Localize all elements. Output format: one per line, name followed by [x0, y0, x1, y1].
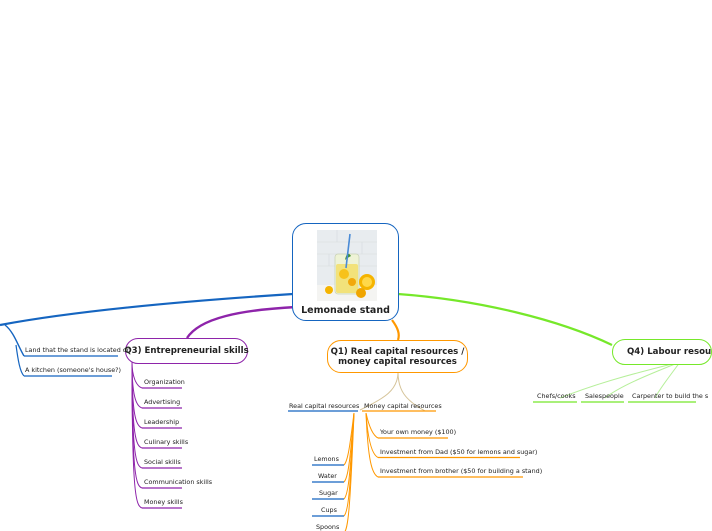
- mind-map-connectors: [0, 292, 696, 531]
- connector-central-left: [0, 292, 294, 327]
- real-capital-connectors: [312, 412, 355, 531]
- q4-title: Q4) Labour resou: [627, 347, 712, 357]
- q1-title-line1: Q1) Real capital resources /: [330, 346, 465, 357]
- q4-item-carpenter[interactable]: Carpenter to build the s: [632, 392, 709, 400]
- q3-item-leadership[interactable]: Leadership: [144, 418, 180, 426]
- money-branch-line: [365, 412, 379, 439]
- q3-branch-line: [131, 361, 143, 509]
- central-topic[interactable]: Lemonade stand: [292, 223, 399, 321]
- q3-title: Q3) Entrepreneurial skills: [124, 346, 249, 356]
- central-title: Lemonade stand: [301, 305, 390, 316]
- real-item-cups[interactable]: Cups: [321, 506, 337, 514]
- money-capital-connectors: [365, 412, 523, 478]
- left-item-kitchen[interactable]: A kitchen (someone's house?): [25, 366, 122, 374]
- lemonade-jar-photo: [317, 230, 377, 301]
- real-item-water[interactable]: Water: [318, 472, 337, 480]
- left-item-land[interactable]: Land that the stand is located on: [25, 346, 131, 354]
- q3-item-social[interactable]: Social skills: [144, 458, 181, 466]
- q1-topic[interactable]: Q1) Real capital resources / money capit…: [327, 340, 468, 373]
- q3-item-communication[interactable]: Communication skills: [144, 478, 213, 486]
- q4-item-salespeople[interactable]: Salespeople: [585, 392, 624, 400]
- connector-central-q3: [185, 305, 297, 339]
- real-capital-label[interactable]: Real capital resources: [289, 402, 360, 410]
- connector-central-q1: [391, 319, 400, 341]
- q3-item-connectors: [131, 361, 182, 509]
- real-item-sugar[interactable]: Sugar: [319, 489, 338, 497]
- q1-title-line2: money capital resources: [338, 356, 457, 367]
- q4-topic[interactable]: Q4) Labour resou: [612, 339, 712, 365]
- q3-topic[interactable]: Q3) Entrepreneurial skills: [124, 338, 249, 364]
- money-branch-line: [365, 412, 379, 478]
- q3-item-culinary[interactable]: Culinary skills: [144, 438, 189, 446]
- connector-central-q4: [397, 292, 613, 346]
- q3-item-organization[interactable]: Organization: [144, 378, 185, 386]
- money-capital-label[interactable]: Money capital resources: [364, 402, 442, 410]
- q4-item-chefs[interactable]: Chefs/cooks: [537, 392, 576, 400]
- q3-item-money[interactable]: Money skills: [144, 498, 183, 506]
- connector-left-items: [4, 324, 25, 357]
- real-item-lemons[interactable]: Lemons: [314, 455, 339, 463]
- money-item-own[interactable]: Your own money ($100): [380, 428, 457, 436]
- real-branch-line: [344, 412, 355, 531]
- money-item-dad[interactable]: Investment from Dad ($50 for lemons and …: [380, 448, 538, 456]
- q3-branch-line: [131, 361, 143, 389]
- real-item-spoons[interactable]: Spoons: [316, 523, 340, 531]
- money-item-brother[interactable]: Investment from brother ($50 for buildin…: [380, 467, 543, 475]
- q3-item-advertising[interactable]: Advertising: [144, 398, 181, 406]
